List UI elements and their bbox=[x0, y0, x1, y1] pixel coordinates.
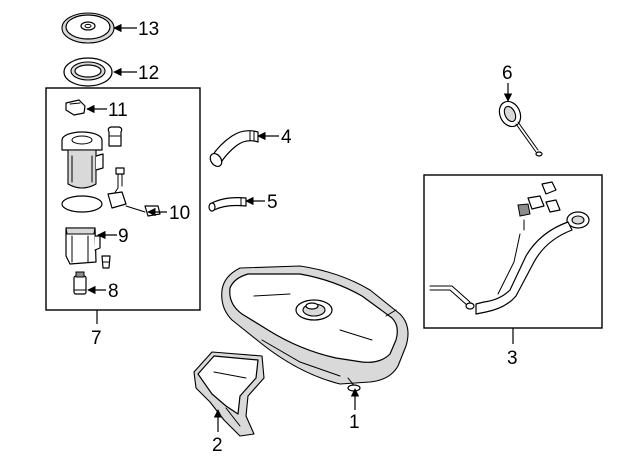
callout-4: 4 bbox=[281, 127, 292, 148]
callout-6: 6 bbox=[502, 63, 513, 84]
callout-13: 13 bbox=[138, 19, 159, 40]
part-13-pump-cover bbox=[61, 12, 115, 44]
part-7-group-box bbox=[45, 87, 201, 311]
callout-7: 7 bbox=[91, 328, 102, 349]
callout-2: 2 bbox=[212, 435, 223, 456]
part-3-group-box bbox=[423, 174, 603, 329]
callout-9: 9 bbox=[118, 226, 129, 247]
part-12-gasket bbox=[63, 57, 113, 87]
part-6-fuel-cap bbox=[498, 100, 543, 157]
callout-5: 5 bbox=[267, 192, 278, 213]
part-3-filler-neck bbox=[429, 181, 590, 315]
part-1-fuel-tank bbox=[221, 265, 409, 392]
callout-10: 10 bbox=[169, 203, 190, 224]
part-7-fuel-pump-module bbox=[61, 99, 161, 295]
leader-lines bbox=[86, 23, 514, 432]
part-4-filler-hose bbox=[209, 130, 259, 168]
part-2-heat-shield bbox=[193, 351, 265, 437]
part-5-vent-hose bbox=[208, 197, 247, 212]
callout-1: 1 bbox=[349, 412, 360, 433]
callout-11: 11 bbox=[108, 100, 128, 121]
callout-12: 12 bbox=[138, 63, 159, 84]
callout-8: 8 bbox=[108, 281, 119, 302]
callout-labels: 13 12 11 10 9 8 7 4 5 6 3 1 2 bbox=[91, 19, 518, 456]
callout-3: 3 bbox=[507, 348, 518, 369]
